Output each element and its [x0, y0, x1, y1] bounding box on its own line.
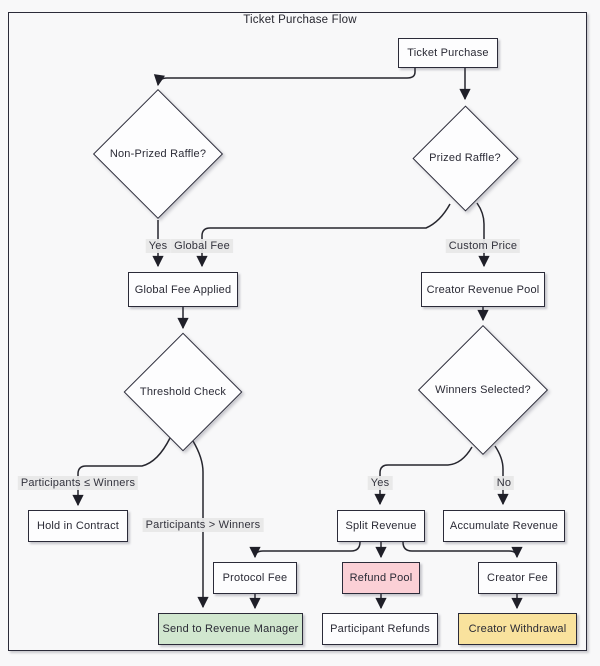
node-label: Global Fee Applied: [134, 283, 232, 296]
node-label: Split Revenue: [345, 520, 417, 532]
node-label: Creator Withdrawal: [468, 623, 567, 635]
node-winners-selected: Winners Selected?: [417, 324, 549, 456]
node-protocol-fee: Protocol Fee: [213, 562, 297, 594]
node-label: Hold in Contract: [36, 520, 120, 532]
node-label: Refund Pool: [349, 572, 413, 584]
node-label: Winners Selected?: [435, 384, 531, 396]
node-global-fee-applied: Global Fee Applied: [128, 272, 238, 307]
edge-label-participants-gt-winners: Participants > Winners: [142, 518, 264, 532]
node-label: Creator Revenue Pool: [426, 283, 540, 296]
node-creator-fee: Creator Fee: [478, 562, 557, 594]
node-threshold-check: Threshold Check: [123, 332, 243, 452]
node-creator-revenue-pool: Creator Revenue Pool: [421, 272, 545, 307]
node-participant-refunds: Participant Refunds: [322, 613, 438, 645]
node-non-prized-raffle: Non-Prized Raffle?: [92, 88, 224, 220]
node-accumulate-revenue: Accumulate Revenue: [443, 510, 565, 542]
node-prized-raffle: Prized Raffle?: [411, 104, 519, 212]
edge-label-yes-left: Yes: [145, 239, 171, 253]
node-label: Accumulate Revenue: [449, 520, 559, 532]
node-label: Send to Revenue Manager: [162, 623, 299, 635]
node-label: Non-Prized Raffle?: [109, 148, 207, 160]
node-creator-withdrawal: Creator Withdrawal: [458, 613, 577, 645]
edge-label-custom-price: Custom Price: [445, 239, 521, 253]
node-label: Participant Refunds: [330, 623, 430, 635]
node-label: Ticket Purchase: [407, 47, 489, 59]
node-send-to-revenue-manager: Send to Revenue Manager: [158, 613, 303, 645]
edge-label-yes-right: Yes: [367, 476, 393, 490]
node-label: Prized Raffle?: [429, 152, 501, 164]
edge-label-no: No: [493, 476, 515, 490]
node-label: Protocol Fee: [222, 572, 288, 584]
node-hold-in-contract: Hold in Contract: [28, 510, 128, 542]
node-split-revenue: Split Revenue: [337, 510, 425, 542]
edge-label-global-fee: Global Fee: [171, 239, 233, 253]
node-label: Creator Fee: [487, 572, 548, 584]
node-ticket-purchase: Ticket Purchase: [398, 38, 498, 68]
diagram-title: Ticket Purchase Flow: [243, 14, 357, 26]
diagram-frame: [8, 12, 587, 651]
edge-label-participants-lte-winners: Participants ≤ Winners: [17, 476, 139, 490]
node-label: Threshold Check: [139, 386, 227, 398]
node-refund-pool: Refund Pool: [342, 562, 420, 594]
